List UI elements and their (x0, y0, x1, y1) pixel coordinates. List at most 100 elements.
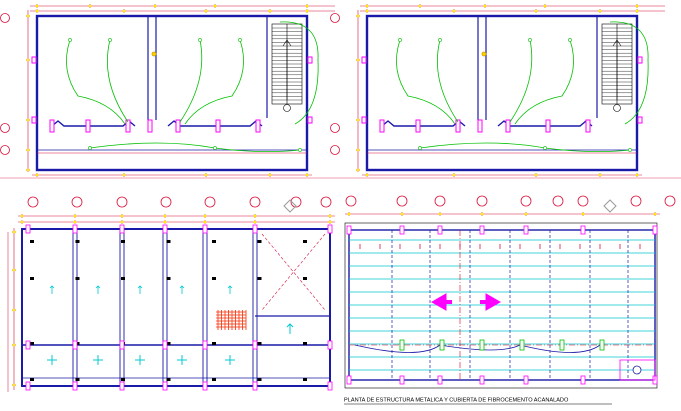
dimension-point (120, 220, 124, 224)
rebar-mark (166, 342, 171, 345)
rebar-mark (30, 240, 34, 243)
dimension-point (365, 173, 369, 177)
window-strip (167, 120, 263, 127)
rebar-mark (121, 240, 125, 243)
window-strip (381, 120, 466, 127)
dimension-point (418, 4, 422, 8)
upper-floor-electrical-plan (330, 4, 665, 177)
rebar-mark (166, 240, 171, 243)
electrical-circuit (179, 39, 203, 123)
rebar-mark (30, 342, 34, 345)
dimension-point (534, 9, 538, 13)
column-marker (307, 116, 313, 124)
grid-bubble-icon (664, 195, 676, 207)
rebar-mark (257, 378, 262, 381)
grid-bubble-icon (345, 195, 357, 207)
dimension-point (26, 168, 30, 172)
title-block (619, 359, 656, 381)
dimension-point (122, 173, 126, 177)
dimension-point (26, 148, 30, 152)
dimension-point (328, 214, 332, 218)
grid-bubble-icon (320, 196, 332, 208)
window-strip (51, 120, 136, 127)
stair-direction-arrow (282, 39, 292, 100)
window-strip (497, 120, 593, 127)
slab-outline (21, 228, 331, 387)
column-marker (72, 381, 78, 391)
exterior-wall (365, 14, 639, 172)
dimension-point (12, 383, 16, 387)
light-point (418, 146, 422, 150)
column-marker (72, 340, 78, 350)
column-marker (119, 224, 125, 234)
outlet-symbol (151, 51, 157, 57)
column-marker (523, 225, 529, 235)
grid-bubble-icon (330, 145, 340, 155)
grid-bubble-icon (249, 196, 261, 208)
light-point (213, 146, 217, 150)
dimension-point (534, 173, 538, 177)
rebar-mark (257, 277, 262, 280)
dimension-point (452, 173, 456, 177)
column-marker (119, 340, 125, 350)
grid-bubble-icon (577, 195, 589, 207)
stair-start-circle (613, 104, 621, 112)
rebar-mark (75, 277, 80, 280)
dimension-point (120, 214, 124, 218)
dimension-point (153, 4, 157, 8)
column-marker (31, 116, 37, 124)
column-marker (505, 119, 511, 133)
dimension-point (653, 212, 657, 216)
column-marker (202, 340, 208, 350)
rebar-mark (166, 277, 171, 280)
dimension-point (204, 173, 208, 177)
rebar-mark (121, 378, 125, 381)
column-marker (72, 224, 78, 234)
slope-arrow-icon (430, 293, 447, 311)
rebar-mark (303, 342, 307, 345)
slope-arrow-icon (444, 300, 452, 304)
light-point (198, 38, 202, 42)
dimension-point (524, 212, 528, 216)
dimension-point (12, 268, 16, 272)
dimension-point (73, 220, 77, 224)
grid-bubble-icon (552, 195, 564, 207)
dimension-point (12, 230, 16, 234)
sheet-marker (479, 339, 485, 351)
grid-bubble-icon (0, 13, 10, 23)
column-marker (147, 119, 153, 133)
light-point (68, 38, 72, 42)
gutter-line (354, 344, 601, 353)
column-marker (327, 340, 333, 350)
slope-arrow-icon (49, 285, 55, 294)
stair-start-circle (283, 104, 291, 112)
dimension-point (20, 220, 24, 224)
column-marker (125, 119, 131, 133)
light-point (628, 148, 632, 152)
rebar-mark (121, 277, 125, 280)
electrical-circuit (184, 39, 244, 125)
column-marker (175, 119, 181, 133)
dimension-point (598, 173, 602, 177)
electrical-circuit (279, 21, 319, 125)
column-marker (523, 375, 529, 385)
north-arrow-icon (283, 199, 297, 213)
column-marker (652, 225, 658, 235)
dimension-point (203, 220, 207, 224)
dimension-point (581, 212, 585, 216)
column-marker (477, 119, 483, 133)
slope-arrow-icon (227, 285, 233, 294)
column-marker (455, 119, 461, 133)
hatch-area (216, 310, 247, 330)
light-point (88, 146, 92, 150)
grid-bubble-icon (520, 195, 532, 207)
column-marker (119, 381, 125, 391)
outlet-symbol (481, 51, 487, 57)
grid-bubble-icon (476, 195, 488, 207)
grid-bubble-icon (630, 195, 642, 207)
column-marker (437, 375, 443, 385)
slope-arrow-icon (286, 323, 294, 334)
grid-bubble-icon (434, 195, 446, 207)
dimension-point (356, 118, 360, 122)
dimension-point (480, 212, 484, 216)
